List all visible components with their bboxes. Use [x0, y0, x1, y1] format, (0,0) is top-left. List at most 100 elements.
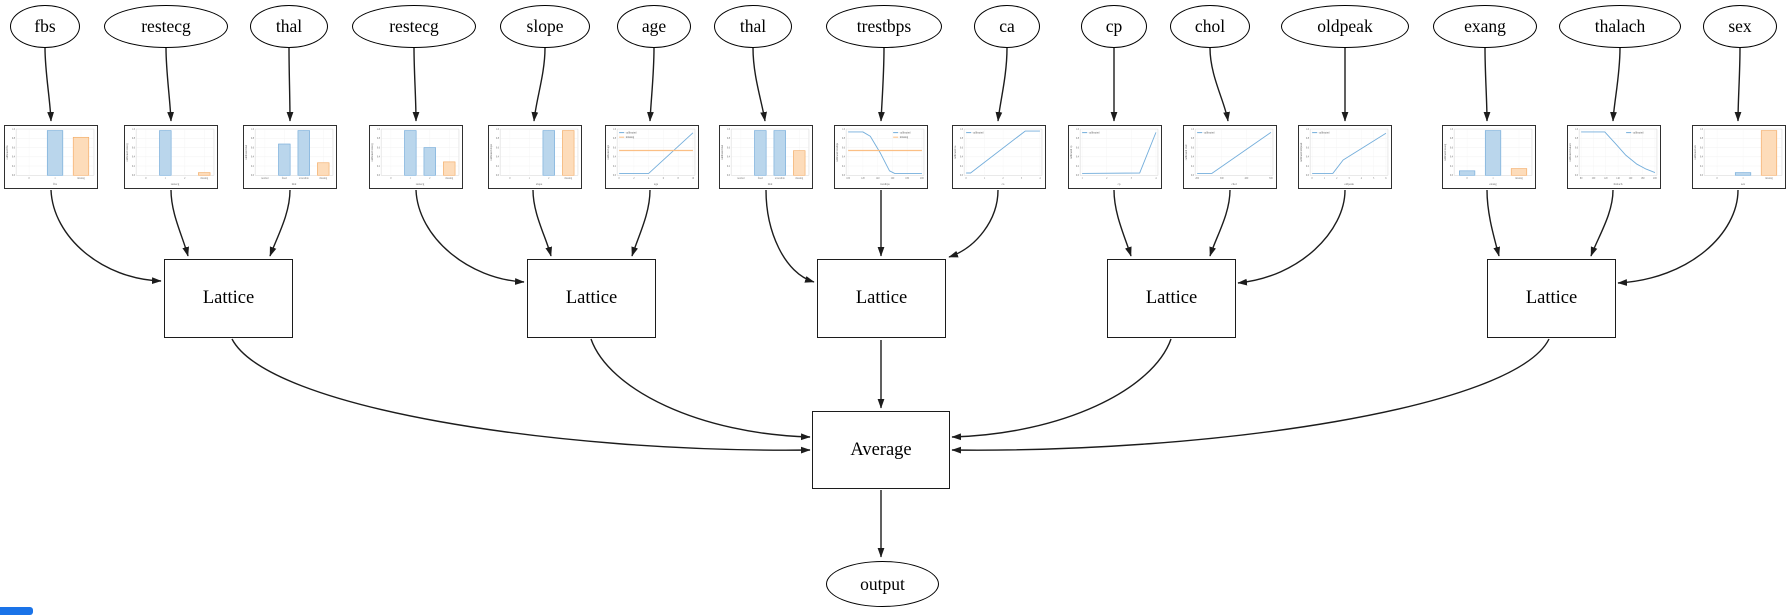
svg-text:80: 80: [1580, 177, 1583, 180]
svg-text:missing: missing: [1515, 177, 1524, 180]
svg-text:0.2: 0.2: [12, 165, 16, 168]
svg-text:200: 200: [920, 177, 925, 180]
feature-node-chol: chol: [1170, 5, 1250, 48]
svg-text:100: 100: [1592, 177, 1597, 180]
lattice-label: Lattice: [202, 288, 255, 308]
lattice-node-2: Lattice: [527, 259, 656, 338]
svg-text:0.4: 0.4: [377, 156, 381, 159]
feature-label: fbs: [34, 16, 56, 36]
svg-text:0.4: 0.4: [496, 156, 500, 159]
svg-text:0.8: 0.8: [251, 137, 255, 140]
feature-node-sex: sex: [1703, 5, 1777, 48]
svg-text:0.2: 0.2: [1700, 165, 1704, 168]
svg-text:0.8: 0.8: [1306, 137, 1310, 140]
average-label: Average: [850, 439, 912, 460]
svg-text:0.2: 0.2: [377, 165, 381, 168]
feature-node-slope: slope: [500, 5, 590, 48]
svg-text:2: 2: [429, 177, 431, 180]
svg-text:0.0: 0.0: [496, 174, 500, 177]
svg-text:missing: missing: [626, 136, 635, 139]
feature-node-age: age: [617, 5, 691, 48]
feature-label: ca: [999, 16, 1015, 36]
svg-text:5: 5: [1373, 177, 1375, 180]
svg-text:0.6: 0.6: [1450, 146, 1454, 149]
svg-text:calibrated: calibrated: [1089, 132, 1100, 135]
svg-text:calibrated chol: calibrated chol: [1185, 144, 1188, 160]
feature-node-ca: ca: [974, 5, 1040, 48]
svg-text:0.0: 0.0: [377, 174, 381, 177]
svg-text:missing: missing: [319, 177, 328, 180]
svg-text:1.0: 1.0: [960, 128, 964, 131]
lattice-label: Lattice: [1525, 288, 1578, 308]
svg-text:1.0: 1.0: [1575, 128, 1579, 131]
svg-text:fixed: fixed: [282, 177, 288, 180]
svg-text:0.2: 0.2: [251, 165, 255, 168]
feature-node-oldpeak: oldpeak: [1281, 5, 1409, 48]
svg-text:2: 2: [184, 177, 186, 180]
svg-text:0.4: 0.4: [1076, 156, 1080, 159]
feature-node-trestbps: trestbps: [826, 5, 942, 48]
feature-label: restecg: [389, 16, 439, 36]
svg-text:0: 0: [509, 177, 511, 180]
svg-text:0: 0: [390, 177, 392, 180]
svg-text:cp: cp: [1118, 182, 1121, 186]
svg-text:0: 0: [145, 177, 147, 180]
svg-text:missing: missing: [1765, 177, 1774, 180]
svg-text:6: 6: [663, 177, 665, 180]
svg-text:0.8: 0.8: [1700, 137, 1704, 140]
svg-text:calibrated: calibrated: [626, 132, 637, 135]
svg-text:0.6: 0.6: [377, 146, 381, 149]
svg-text:1.0: 1.0: [842, 128, 846, 131]
svg-text:0.0: 0.0: [727, 174, 731, 177]
svg-text:trestbps: trestbps: [880, 182, 890, 186]
svg-text:calibrated: calibrated: [1204, 132, 1215, 135]
output-node: output: [826, 561, 939, 607]
svg-text:calibrated restecg: calibrated restecg: [126, 142, 129, 161]
svg-text:2: 2: [1336, 177, 1338, 180]
svg-text:ca: ca: [1002, 182, 1005, 186]
svg-text:0.6: 0.6: [727, 146, 731, 149]
svg-text:calibrated thal: calibrated thal: [721, 145, 724, 160]
svg-text:thalach: thalach: [1614, 182, 1623, 186]
svg-text:0.0: 0.0: [132, 174, 136, 177]
svg-text:0.2: 0.2: [613, 165, 617, 168]
svg-text:0.4: 0.4: [1306, 156, 1310, 159]
svg-text:0.6: 0.6: [1306, 146, 1310, 149]
svg-text:0.8: 0.8: [12, 137, 16, 140]
svg-text:6: 6: [1385, 177, 1387, 180]
svg-text:calibrated trestbps: calibrated trestbps: [836, 143, 839, 162]
svg-text:2: 2: [1106, 177, 1108, 180]
svg-text:0.6: 0.6: [12, 146, 16, 149]
svg-text:oldpeak: oldpeak: [1344, 182, 1354, 186]
svg-text:0.6: 0.6: [132, 146, 136, 149]
svg-text:2: 2: [1002, 177, 1004, 180]
svg-text:2: 2: [633, 177, 635, 180]
svg-text:1: 1: [529, 177, 531, 180]
svg-text:missing: missing: [795, 177, 804, 180]
svg-text:140: 140: [876, 177, 881, 180]
svg-text:1.0: 1.0: [496, 128, 500, 131]
svg-text:calibrated cp: calibrated cp: [1070, 145, 1073, 159]
svg-text:1: 1: [165, 177, 167, 180]
svg-text:1.0: 1.0: [12, 128, 16, 131]
svg-text:calibrated exang: calibrated exang: [1444, 143, 1447, 161]
svg-text:sex: sex: [1741, 182, 1746, 186]
svg-text:0.0: 0.0: [1700, 174, 1704, 177]
feature-label: exang: [1464, 16, 1506, 36]
svg-text:0.6: 0.6: [1700, 146, 1704, 149]
svg-text:1: 1: [54, 177, 56, 180]
svg-text:0.0: 0.0: [1076, 174, 1080, 177]
svg-text:calibrated oldpeak: calibrated oldpeak: [1300, 142, 1303, 162]
svg-text:calibrated slope: calibrated slope: [490, 143, 493, 160]
lattice-node-4: Lattice: [1107, 259, 1236, 338]
svg-text:missing: missing: [900, 136, 909, 139]
svg-text:0.8: 0.8: [1076, 137, 1080, 140]
svg-text:0.2: 0.2: [1306, 165, 1310, 168]
svg-text:normal: normal: [261, 177, 268, 180]
average-node: Average: [812, 411, 950, 489]
